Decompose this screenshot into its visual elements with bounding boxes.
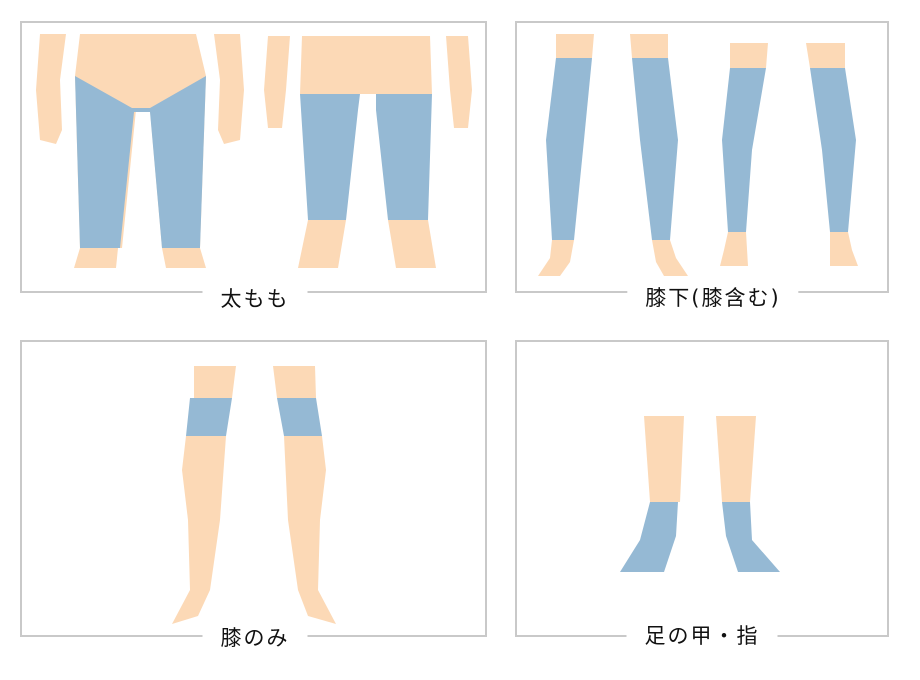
knee-only-figure xyxy=(172,366,336,624)
label-foot: 足の甲・指 xyxy=(626,620,778,650)
thigh-front-figure xyxy=(36,34,244,268)
foot-highlight xyxy=(620,502,780,572)
knee-highlight xyxy=(186,398,322,436)
hands xyxy=(36,34,244,144)
label-thigh: 太もも xyxy=(202,283,308,313)
label-knee-only: 膝のみ xyxy=(202,622,308,652)
label-below-knee: 膝下(膝含む) xyxy=(627,282,799,312)
below-knee-figure xyxy=(538,34,858,276)
thigh-back-figure xyxy=(264,36,472,268)
thigh-back-highlight xyxy=(300,94,432,220)
thigh-front-highlight xyxy=(75,76,206,248)
foot-figure xyxy=(620,416,780,572)
